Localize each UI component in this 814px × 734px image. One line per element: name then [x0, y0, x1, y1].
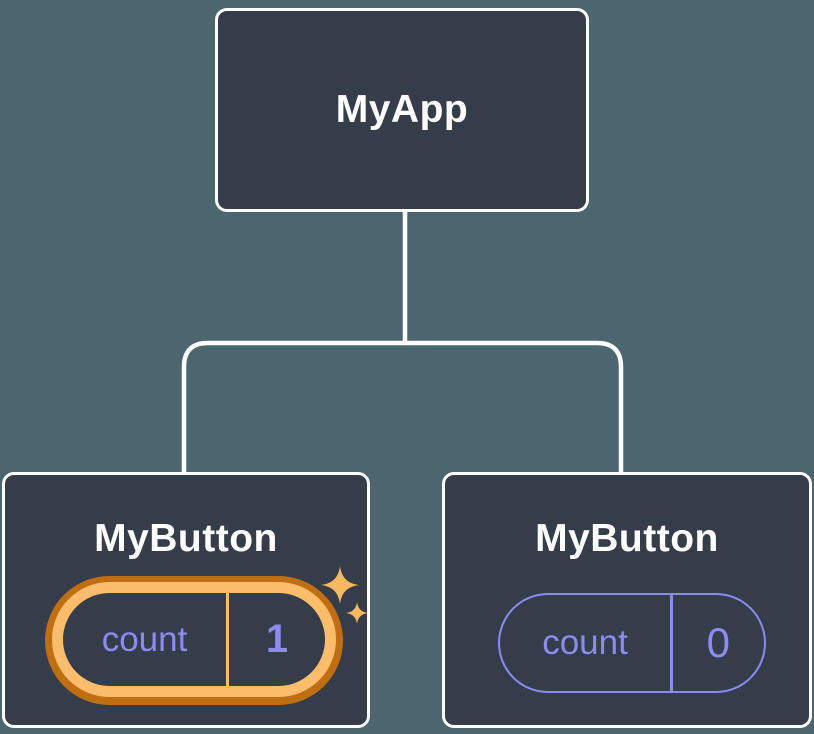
node-mybutton-right-label: MyButton — [535, 517, 719, 560]
sparkles-icon — [321, 566, 368, 624]
sparkle-large-icon — [321, 566, 359, 604]
state-pill-gold-ring: count 1 — [52, 582, 336, 697]
state-key-label: count — [542, 623, 628, 662]
sparkle-small-icon — [346, 602, 368, 624]
state-value: 0 — [706, 619, 730, 666]
state-pill-left: count 1 — [63, 593, 325, 686]
node-mybutton-right: MyButton count 0 — [442, 472, 812, 728]
state-pill-highlight-ring: count 1 — [45, 576, 343, 705]
state-key-label: count — [101, 619, 188, 659]
node-myapp-label: MyApp — [335, 88, 469, 131]
node-myapp: MyApp — [215, 8, 589, 212]
state-pill-right: count 0 — [498, 593, 766, 693]
state-pill-divider — [226, 593, 229, 686]
node-mybutton-left: MyButton count 1 — [2, 472, 370, 728]
node-mybutton-left-label: MyButton — [94, 517, 278, 560]
state-pill-divider — [670, 595, 673, 691]
state-value: 1 — [265, 617, 289, 661]
branch-bracket-line — [181, 340, 624, 472]
